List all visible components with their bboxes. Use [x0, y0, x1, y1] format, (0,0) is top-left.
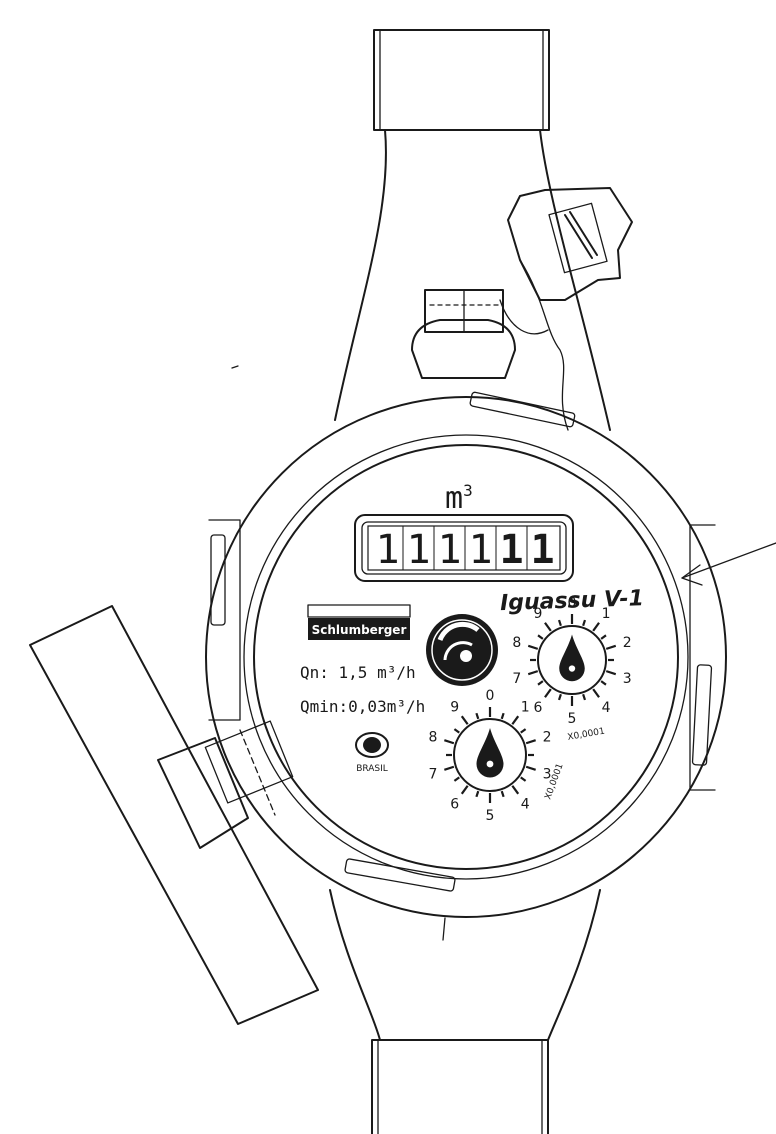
dial-tick [475, 790, 480, 798]
dial-tick [582, 693, 587, 701]
dial-number: 6 [533, 700, 542, 716]
dial-tick [544, 622, 552, 632]
dial-pointer [559, 634, 585, 682]
dial-number: 0 [568, 595, 577, 611]
spec-qn: Qn: 1,5 m³/h [300, 663, 416, 682]
dial-tick [557, 693, 562, 701]
dial-number: 4 [521, 797, 530, 813]
meter-body [329, 129, 611, 1041]
dial-number: 9 [450, 699, 459, 715]
annotation-arrow [681, 542, 776, 586]
dial-number: 9 [533, 606, 542, 622]
dial-pointer-hub [568, 665, 576, 672]
dial-number: 4 [602, 700, 611, 716]
dial-number: 8 [512, 635, 521, 651]
dial-tick [511, 785, 520, 795]
dial-tick [525, 739, 536, 745]
dial-number: 3 [543, 767, 552, 783]
inlet-connector [373, 29, 550, 131]
odometer-digit: 1 [499, 527, 523, 573]
origin-label: BRASIL [356, 764, 388, 774]
dial-tick [460, 715, 469, 725]
dial-tick [511, 715, 520, 725]
valve-lever [29, 605, 319, 1025]
dial-tick [527, 670, 539, 676]
dial-number: 7 [428, 767, 437, 783]
dial-tick [500, 712, 505, 720]
flow-indicator-icon [426, 614, 498, 686]
odometer-digit: 1 [468, 527, 492, 573]
dial-tick [475, 712, 480, 720]
dial-tick [557, 619, 562, 627]
dial-tick [453, 776, 460, 782]
dial-tick [592, 622, 600, 632]
dial-tick [444, 739, 455, 745]
inmetro-seal-icon [355, 732, 389, 758]
dial-pointer [476, 728, 504, 778]
dial-number: 1 [602, 606, 611, 622]
dial-tick [444, 765, 455, 771]
odometer-digit: 1 [406, 527, 430, 573]
dial-tick [525, 765, 536, 771]
dial-number: 5 [568, 711, 577, 727]
dial-tick [605, 670, 617, 676]
dial-tick [520, 776, 527, 782]
odometer-digit: 1 [375, 527, 399, 573]
spec-qmin: Qmin:0,03m³/h [300, 697, 425, 716]
wire-seal [499, 187, 633, 431]
dial-number: 7 [512, 671, 521, 687]
odometer-digit: 1 [437, 527, 461, 573]
dial-number: 5 [486, 808, 495, 824]
dial-tick [605, 644, 617, 650]
model-name: Iguassu V-1 [500, 586, 645, 616]
dial-tick [460, 785, 469, 795]
odometer-digit: 1 [530, 527, 554, 573]
dial-tick [453, 728, 460, 734]
brand-name: Schlumberger [312, 623, 407, 637]
dial-tick [544, 688, 552, 698]
scan-marks [231, 365, 446, 941]
sealing-nut [411, 289, 516, 379]
unit-exponent: 3 [463, 481, 473, 500]
dial-tick [537, 634, 544, 640]
dial-tick [537, 680, 544, 686]
dial-tick [600, 634, 607, 640]
dial-tick [500, 790, 505, 798]
dial-number: 2 [543, 729, 552, 745]
dial-number: 0 [486, 688, 495, 704]
brand-plate: Schlumberger [307, 604, 411, 640]
dial-number: 6 [450, 797, 459, 813]
dial-tick [582, 619, 587, 627]
meter-housing-ring [205, 391, 727, 918]
dial-multiplier: X0,0001 [567, 727, 606, 743]
dial-number: 2 [623, 635, 632, 651]
outlet-connector [371, 1039, 549, 1134]
dial-tick [600, 680, 607, 686]
unit-label: m3 [445, 481, 473, 516]
dial-number: 8 [428, 729, 437, 745]
dial-tick [592, 688, 600, 698]
dial-tick [520, 728, 527, 734]
dial-number: 1 [521, 699, 530, 715]
dial-tick [527, 644, 539, 650]
dial-number: 3 [623, 671, 632, 687]
dial-pointer-hub [486, 760, 494, 768]
